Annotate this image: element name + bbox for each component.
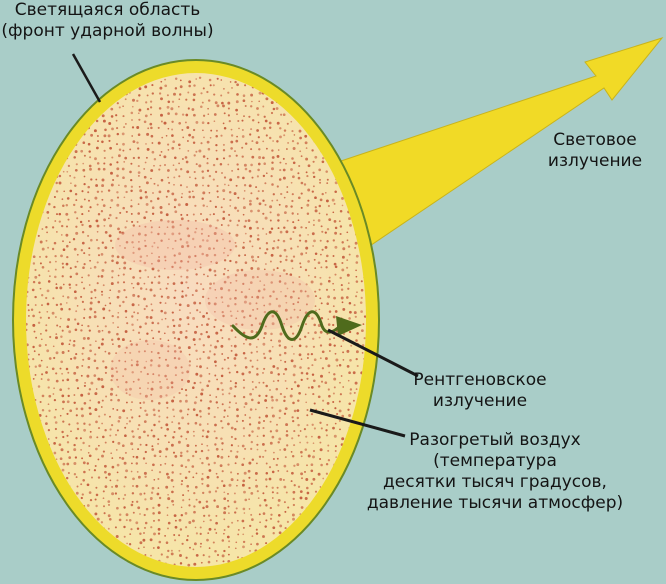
label-line: Рентгеновское xyxy=(400,370,560,391)
label-line: (температура xyxy=(365,451,625,472)
label-line: Разогретый воздух xyxy=(365,430,625,451)
label-line: излучение xyxy=(400,391,560,412)
label-light-radiation: Световое излучение xyxy=(540,130,650,172)
pink-blush xyxy=(110,340,190,400)
label-xray: Рентгеновское излучение xyxy=(400,370,560,412)
label-line: излучение xyxy=(540,151,650,172)
label-line: (фронт ударной волны) xyxy=(0,21,215,42)
pink-blush xyxy=(205,270,315,330)
label-heated-air: Разогретый воздух (температура десятки т… xyxy=(365,430,625,514)
label-line: давление тысячи атмосфер) xyxy=(365,493,625,514)
label-line: Светящаяся область xyxy=(0,0,215,21)
label-glowing-region: Светящаяся область (фронт ударной волны) xyxy=(0,0,215,42)
leader-glowing-region xyxy=(73,54,100,102)
label-line: десятки тысяч градусов, xyxy=(365,472,625,493)
pink-blush xyxy=(115,220,235,270)
label-line: Световое xyxy=(540,130,650,151)
